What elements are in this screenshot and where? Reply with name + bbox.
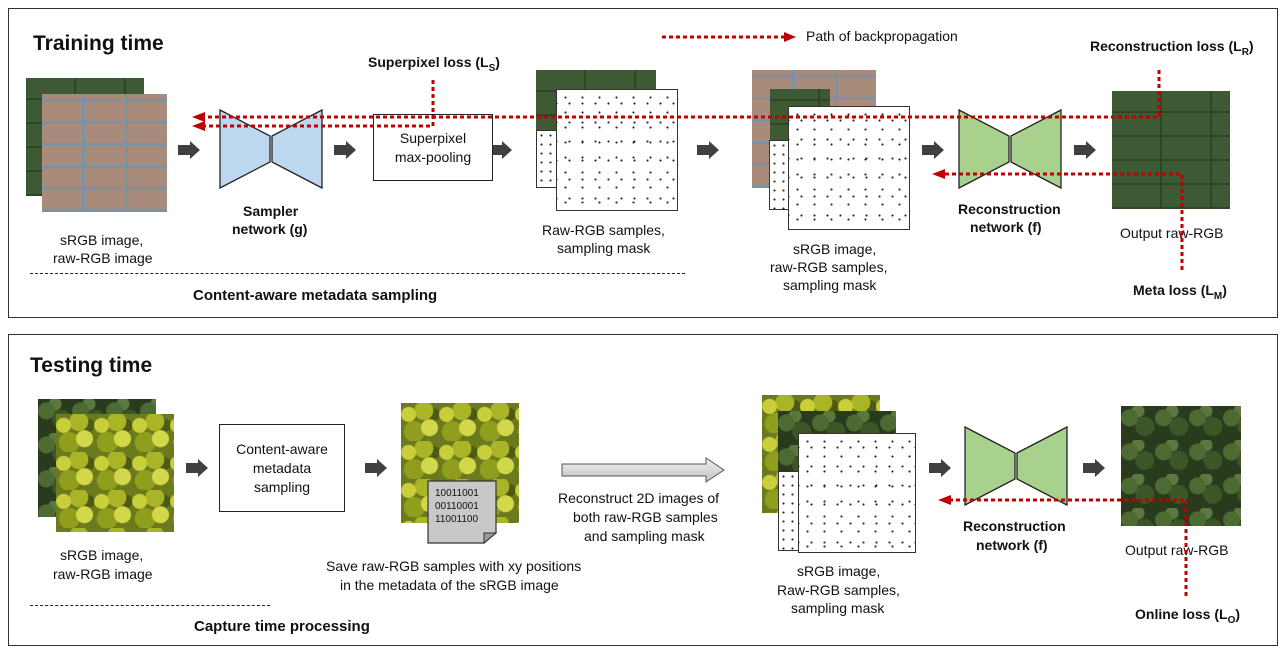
recon-test-label-1: Reconstruction bbox=[963, 518, 1066, 534]
training-title: Training time bbox=[33, 32, 164, 55]
reconstruction-loss-label: Reconstruction loss (LR) bbox=[1090, 38, 1254, 58]
reconstruct-label-1: Reconstruct 2D images of bbox=[558, 490, 720, 506]
test-stack-samples bbox=[798, 433, 916, 553]
sampler-label-1: Sampler bbox=[243, 203, 299, 219]
training-panel bbox=[8, 8, 1278, 318]
testing-input-label-2: raw-RGB image bbox=[53, 566, 153, 582]
sampler-label-2: network (g) bbox=[232, 221, 308, 237]
recon-train-label-1: Reconstruction bbox=[958, 201, 1061, 217]
block-arrow-right-icon bbox=[929, 459, 951, 477]
stack-label-3: sampling mask bbox=[783, 277, 877, 293]
content-aware-sampling-box: Content-aware metadata sampling bbox=[219, 424, 345, 512]
pool-label-1: Superpixel bbox=[399, 129, 467, 146]
recon-train-label-2: network (f) bbox=[970, 219, 1042, 235]
recon-test-label-2: network (f) bbox=[976, 537, 1048, 553]
reconstruction-network-test bbox=[964, 425, 1068, 507]
superpixel-loss-label: Superpixel loss (LS) bbox=[368, 54, 500, 74]
save-label-2: in the metadata of the sRGB image bbox=[340, 577, 559, 593]
block-arrow-right-icon bbox=[365, 459, 387, 477]
sampler-network bbox=[219, 108, 323, 190]
stack-label-2: raw-RGB samples, bbox=[770, 259, 888, 275]
training-srgb-image bbox=[42, 94, 167, 212]
raw-rgb-samples-sheet bbox=[556, 89, 678, 211]
reconstruction-network-train bbox=[958, 108, 1062, 190]
box-label-3: sampling bbox=[253, 478, 311, 495]
reconstruct-label-3: and sampling mask bbox=[584, 528, 705, 544]
block-arrow-right-icon bbox=[186, 459, 208, 477]
reconstruct-label-2: both raw-RGB samples bbox=[573, 509, 718, 525]
training-input-label-2: raw-RGB image bbox=[53, 250, 153, 266]
stack-label-1: sRGB image, bbox=[793, 241, 877, 257]
testing-input-label-1: sRGB image, bbox=[60, 547, 144, 563]
samples-label-2: sampling mask bbox=[557, 240, 651, 256]
metadata-bits: 10011001 00110001 11001100 bbox=[435, 488, 479, 525]
block-arrow-right-icon bbox=[178, 141, 200, 159]
testing-backprop-path bbox=[938, 495, 1188, 596]
training-output-image bbox=[1112, 91, 1230, 209]
testing-srgb-image bbox=[56, 414, 174, 532]
samples-label-1: Raw-RGB samples, bbox=[542, 222, 665, 238]
reconstruct-arrow-icon bbox=[561, 457, 725, 483]
testing-section-label: Capture time processing bbox=[194, 618, 370, 635]
box-label-2: metadata bbox=[252, 459, 312, 476]
test-stack-label-1: sRGB image, bbox=[797, 563, 881, 579]
block-arrow-right-icon bbox=[922, 141, 944, 159]
pool-label-2: max-pooling bbox=[394, 148, 472, 165]
training-section-divider bbox=[30, 273, 685, 274]
training-backprop-paths bbox=[192, 70, 1184, 270]
block-arrow-right-icon bbox=[1083, 459, 1105, 477]
testing-title: Testing time bbox=[30, 354, 153, 377]
training-section-label: Content-aware metadata sampling bbox=[193, 287, 438, 304]
document-icon bbox=[427, 480, 498, 545]
test-stack-label-3: sampling mask bbox=[791, 600, 885, 616]
box-label-1: Content-aware bbox=[236, 440, 328, 457]
backprop-legend-line bbox=[662, 32, 796, 42]
stack-samples-sheet bbox=[788, 106, 910, 230]
block-arrow-right-icon bbox=[697, 141, 719, 159]
test-stack-label-2: Raw-RGB samples, bbox=[777, 582, 900, 598]
testing-panel bbox=[8, 334, 1278, 646]
online-loss-label: Online loss (LO) bbox=[1135, 606, 1241, 626]
backprop-legend-label: Path of backpropagation bbox=[806, 28, 958, 44]
testing-section-divider bbox=[30, 605, 270, 606]
training-output-label: Output raw-RGB bbox=[1120, 225, 1224, 241]
training-input-label-1: sRGB image, bbox=[60, 232, 144, 248]
block-arrow-right-icon bbox=[490, 141, 512, 159]
testing-output-image bbox=[1121, 406, 1241, 526]
testing-output-label: Output raw-RGB bbox=[1125, 542, 1229, 558]
block-arrow-right-icon bbox=[334, 141, 356, 159]
save-label-1: Save raw-RGB samples with xy positions bbox=[326, 558, 582, 574]
meta-loss-label: Meta loss (LM) bbox=[1133, 282, 1227, 302]
block-arrow-right-icon bbox=[1074, 141, 1096, 159]
